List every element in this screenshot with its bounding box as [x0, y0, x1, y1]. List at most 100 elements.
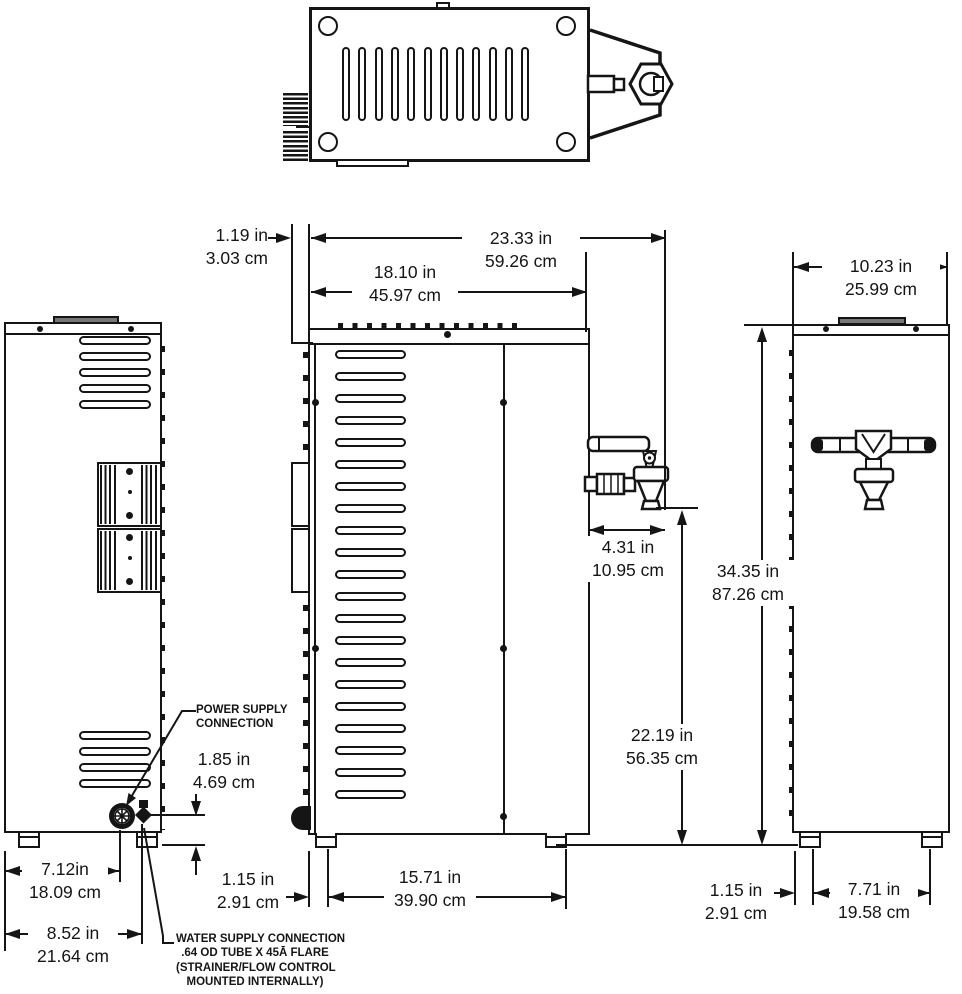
vent-slat: [79, 368, 151, 377]
extension-line: [141, 824, 143, 944]
screw-hole: [556, 16, 576, 36]
panel-dot: [128, 556, 132, 560]
extension-tick: [162, 844, 205, 846]
panel-dot: [126, 534, 133, 541]
screw-dot: [128, 326, 134, 332]
vent-slot: [391, 47, 399, 121]
vent-slat: [335, 504, 406, 513]
door-divider: [503, 345, 505, 833]
arrowhead: [780, 888, 795, 898]
extension-line: [565, 849, 567, 909]
arrowhead: [104, 866, 119, 876]
arrowhead: [933, 262, 948, 272]
vent-slat: [79, 400, 151, 409]
vent-slot: [456, 47, 464, 121]
extension-line: [4, 851, 6, 951]
screw-dot: [913, 326, 919, 332]
heatsink-side: [291, 462, 310, 527]
dim-line: [681, 525, 683, 831]
top-scallops: [338, 323, 526, 328]
edge-bumps: [160, 346, 165, 830]
arrowhead: [5, 866, 20, 876]
extension-line: [664, 230, 666, 510]
inner-edge-line: [314, 345, 316, 833]
water-supply-callout: WATER SUPPLY CONNECTION .64 OD TUBE X 45…: [176, 933, 346, 988]
arrowhead: [814, 888, 829, 898]
extension-line: [308, 224, 310, 332]
arrowhead: [329, 892, 344, 902]
vent-slat: [79, 763, 151, 772]
vent-slat: [335, 416, 406, 425]
dim-line: [283, 896, 294, 898]
power-connector-side: [291, 806, 311, 830]
vent-slat: [335, 592, 406, 601]
extension-line: [929, 849, 931, 905]
screw-hole: [556, 132, 576, 152]
screw-dot: [500, 399, 507, 406]
extension-tick: [744, 324, 800, 326]
arrowhead: [651, 233, 666, 243]
arrowhead: [191, 846, 201, 861]
extension-line: [794, 851, 796, 905]
screw-dot: [500, 645, 507, 652]
vent-slat: [335, 680, 406, 689]
vent-slat: [79, 336, 151, 345]
vent-slot: [440, 47, 448, 121]
vent-slat: [335, 636, 406, 645]
vent-slat: [335, 702, 406, 711]
extension-line: [585, 252, 587, 332]
screw-dot: [823, 326, 829, 332]
screw-dot: [500, 813, 507, 820]
screw-dot: [312, 399, 319, 406]
vent-slat: [335, 438, 406, 447]
arrowhead: [915, 888, 930, 898]
arrowhead: [677, 830, 687, 845]
extension-line: [327, 849, 329, 907]
screw-dot: [444, 331, 451, 338]
top-view-bottom-tab: [336, 159, 409, 167]
arrowhead: [572, 287, 587, 297]
extension-line: [291, 224, 293, 344]
vent-slat: [79, 731, 151, 740]
leg: [921, 833, 943, 848]
vent-slat: [335, 724, 406, 733]
screw-dot: [312, 645, 319, 652]
vent-slat: [79, 779, 151, 788]
leg: [315, 833, 337, 848]
vent-slot: [358, 47, 366, 121]
dim-line: [195, 861, 197, 875]
top-view-faucet: [586, 28, 674, 140]
arrowhead: [551, 892, 566, 902]
lid-line: [4, 333, 162, 335]
vent-slat: [335, 746, 406, 755]
vent-slot: [505, 47, 513, 121]
extension-line: [812, 849, 814, 905]
vent-slot: [521, 47, 529, 121]
panel-dot: [128, 490, 132, 494]
arrowhead: [794, 262, 809, 272]
leg: [18, 833, 40, 848]
vent-slat: [335, 372, 406, 381]
screw-hole: [318, 132, 338, 152]
vent-slat: [79, 352, 151, 361]
screw-hole: [318, 16, 338, 36]
vent-slat: [335, 768, 406, 777]
vent-slot: [342, 47, 350, 121]
edge-tick: [296, 126, 311, 128]
extension-line: [119, 830, 121, 882]
vent-slot: [424, 47, 432, 121]
connector-fins: [283, 131, 308, 161]
vent-slat: [335, 350, 406, 359]
arrowhead: [650, 525, 665, 535]
